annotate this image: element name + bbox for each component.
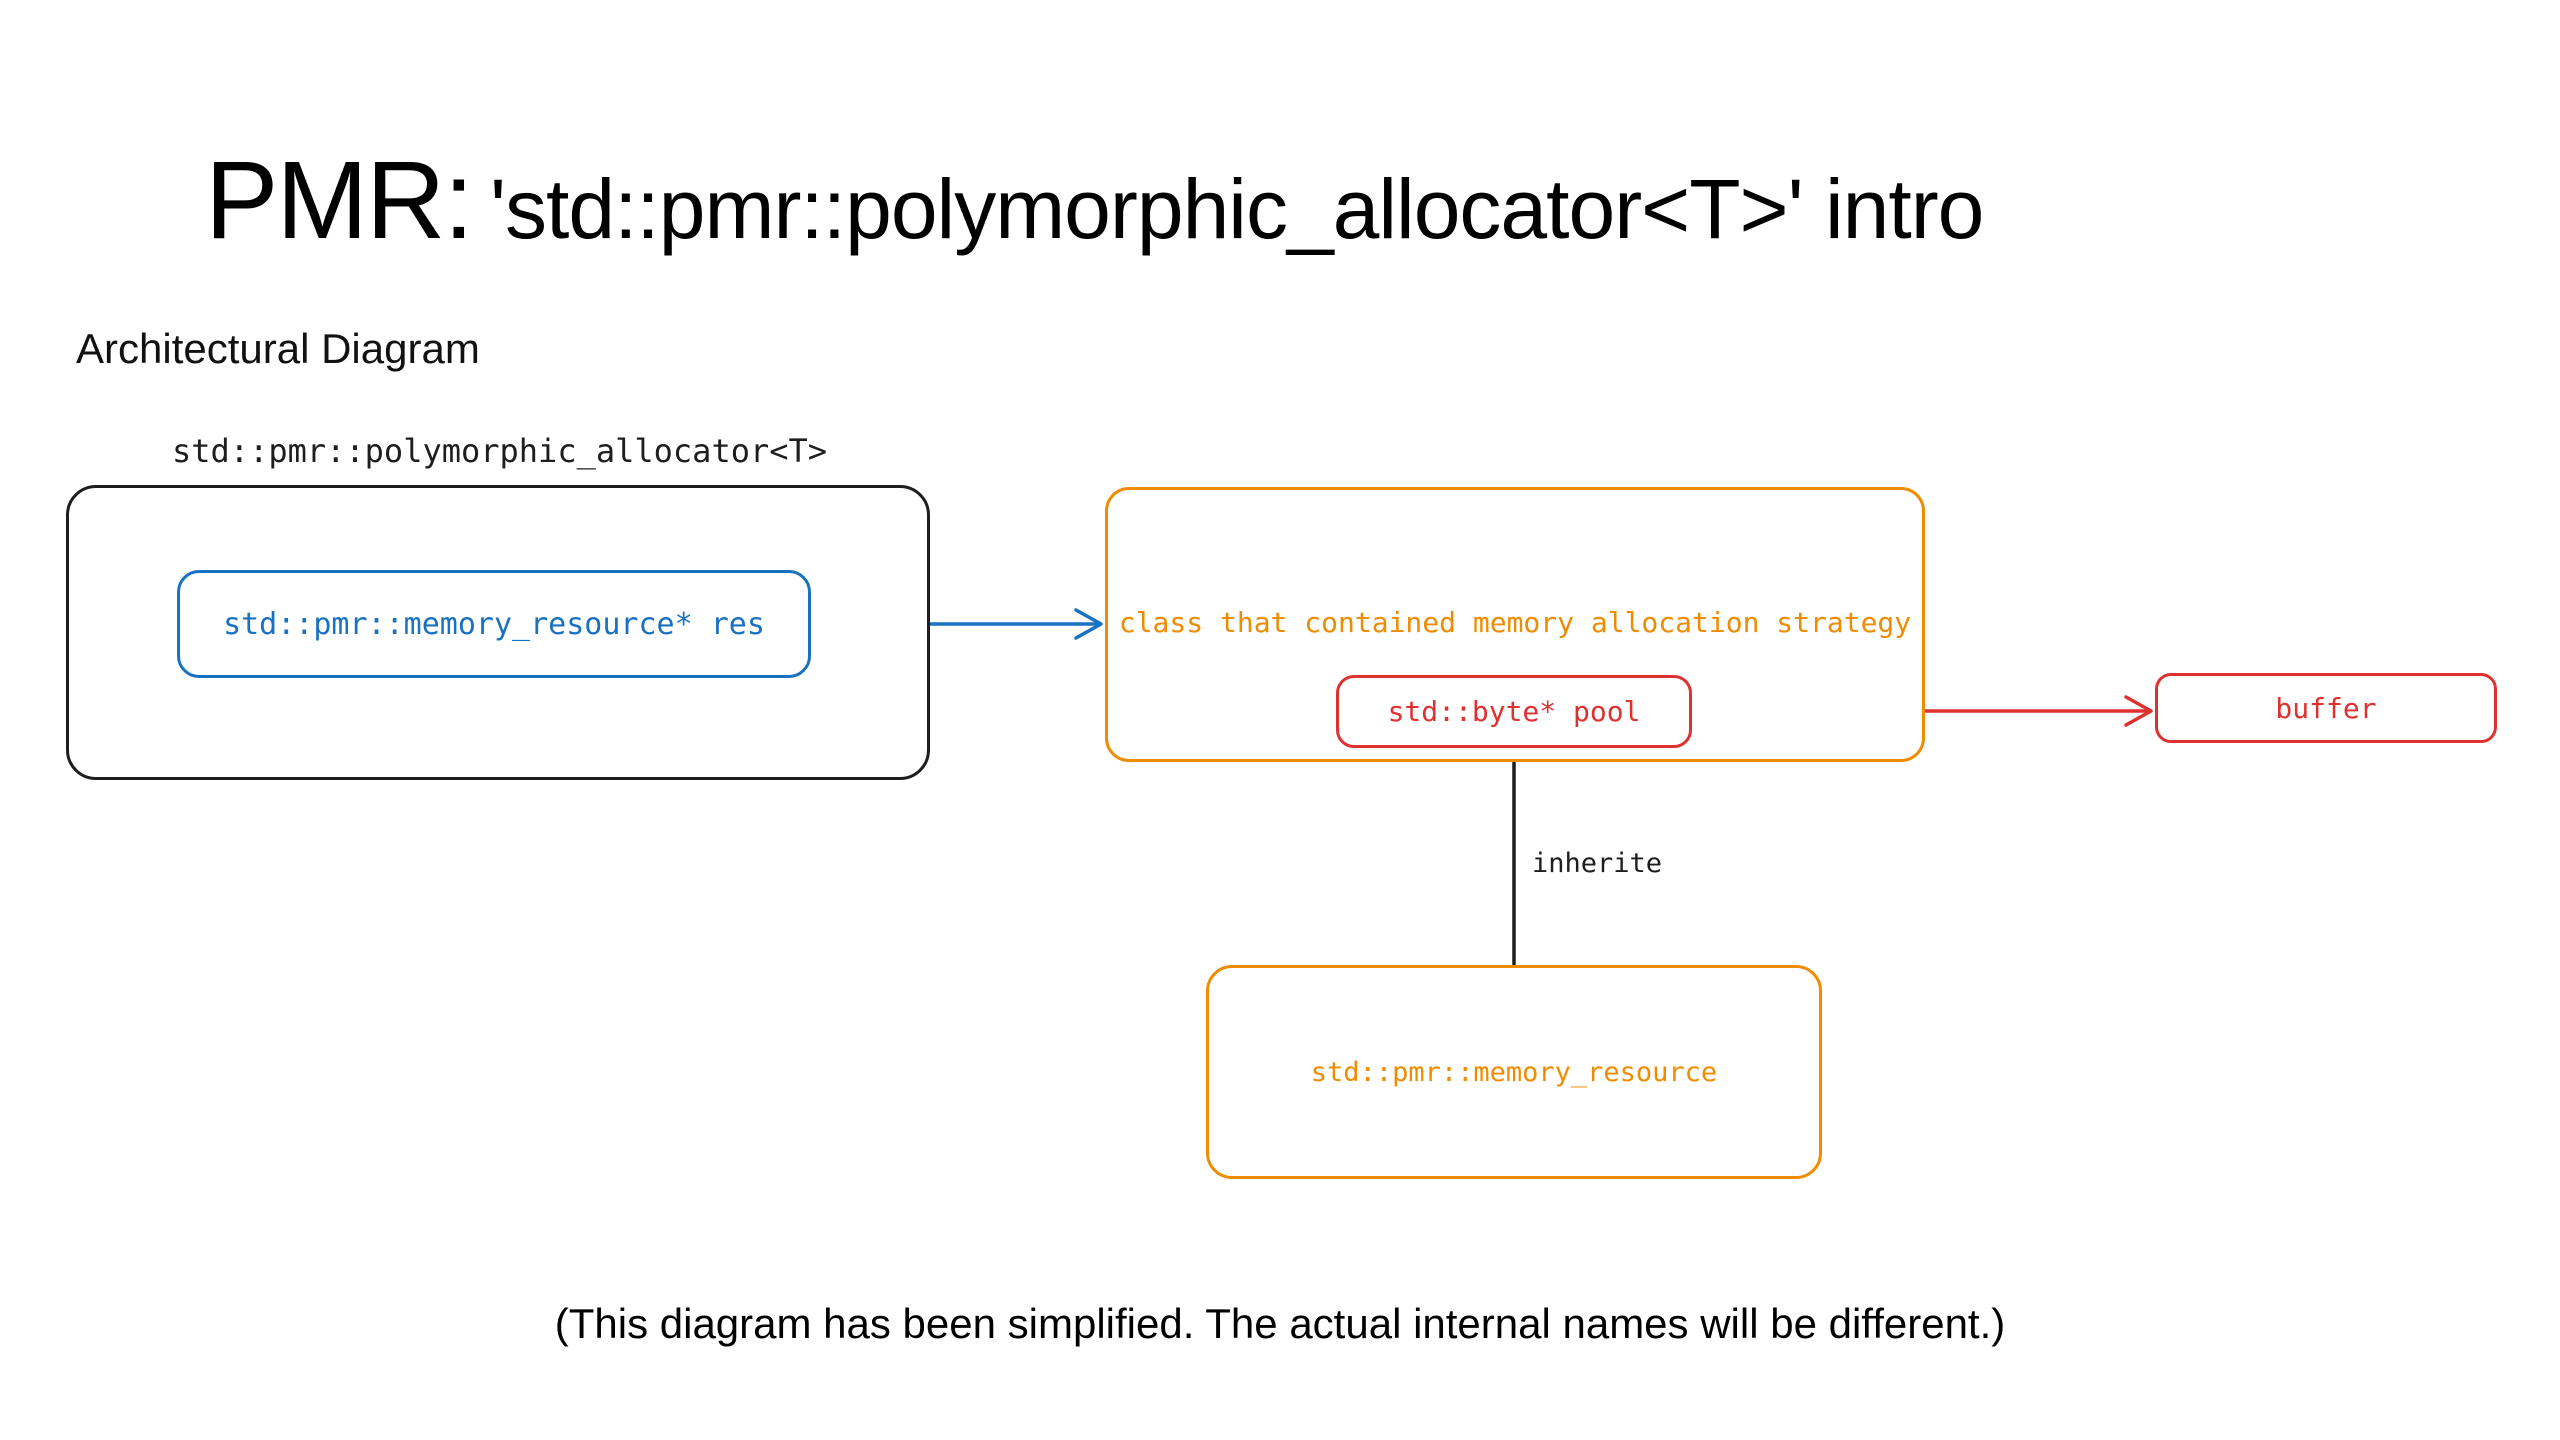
memory-resource-node: std::pmr::memory_resource [1206, 965, 1822, 1179]
pool-to-buffer-arrowhead [2124, 695, 2153, 727]
strategy-node-label: class that contained memory allocation s… [1118, 606, 1912, 639]
res-node: std::pmr::memory_resource* res [177, 570, 811, 678]
section-label: Architectural Diagram [76, 325, 480, 372]
page-title-prefix: PMR: [205, 139, 474, 262]
page-title-rest: 'std::pmr::polymorphic_allocator<T>' int… [490, 162, 1984, 256]
inherit-edge-label: inherite [1532, 848, 1663, 879]
footnote: (This diagram has been simplified. The a… [554, 1300, 2006, 1347]
page-title: PMR:'std::pmr::polymorphic_allocator<T>'… [205, 146, 1984, 256]
res-to-strategy-arrowhead [1074, 608, 1103, 640]
pool-node: std::byte* pool [1336, 675, 1692, 748]
allocator-box-caption: std::pmr::polymorphic_allocator<T> [172, 432, 828, 470]
buffer-node: buffer [2155, 673, 2497, 743]
